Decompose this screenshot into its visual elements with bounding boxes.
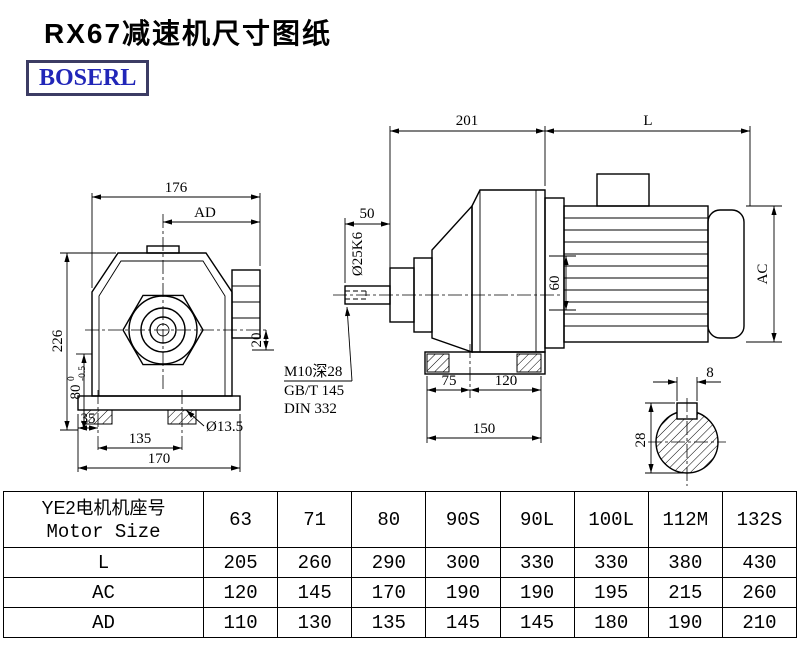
dim-key-width-8: 8 [706,365,714,381]
motor-size-90S: 90S [425,491,501,548]
brand-logo: BOSERL [26,60,150,96]
dim-150: 150 [473,421,496,437]
shaft-section-view: 8 28 [633,365,726,486]
housing-cone [431,204,473,353]
motor-size-label-cn: YE2电机机座号 [41,497,166,518]
front-view-dimensions: 176 AD 226 80 0 -0.5 20 35 135 [50,180,274,472]
motor-size-90L: 90L [499,491,575,548]
table-cell: 300 [425,547,501,578]
side-protrusion [231,269,261,339]
base-plate [77,395,241,411]
table-cell: 210 [721,607,798,638]
foot-section [516,353,542,373]
table-cell: 215 [647,577,723,608]
side-view [333,173,745,398]
dim-35: 35 [81,411,96,427]
motor-size-table: YE2电机机座号 Motor Size 63 71 80 90S 90L 100… [3,491,798,638]
dim-75: 75 [442,373,457,389]
dim-AD: AD [194,205,216,221]
shaft-bore-circle [156,323,170,337]
dim-shaft-dia: Ø25K6 [350,231,366,276]
table-cell: 180 [573,607,649,638]
table-row-AD: AD 110 130 135 145 145 180 190 210 [3,607,798,638]
page-title: RX67减速机尺寸图纸 [44,18,333,49]
table-row-L: L 205 260 290 300 330 330 380 430 [3,547,798,578]
motor-flange [544,197,565,349]
table-header-motor-size: YE2电机机座号 Motor Size [3,491,204,548]
table-cell: 145 [499,607,575,638]
mounting-foot-section [167,409,197,425]
dim-L: L [643,113,652,129]
row-label-AC: AC [3,577,204,608]
housing-base [424,351,546,375]
housing-body [471,189,546,353]
dim-60: 60 [547,276,563,291]
motor-size-63: 63 [202,491,279,548]
side-view-dimensions: 201 L 50 Ø25K6 60 AC 75 120 150 M10深28 [284,113,782,443]
table-row-AC: AC 120 145 170 190 190 195 215 260 [3,577,798,608]
table-cell: 145 [425,607,501,638]
dim-AC: AC [755,264,771,285]
table-cell: 430 [721,547,798,578]
front-view [77,214,268,452]
dim-80-upper-tol: 0 [67,376,77,381]
dim-120: 120 [495,373,518,389]
motor-size-71: 71 [277,491,353,548]
vent-plug [146,245,180,254]
motor-body [563,205,709,343]
table-cell: 195 [573,577,649,608]
bearing-circle-mid [140,307,186,353]
motor-size-100L: 100L [573,491,649,548]
table-cell: 330 [499,547,575,578]
dim-201: 201 [456,113,479,129]
dim-80: 80 [68,385,84,400]
table-cell: 205 [202,547,279,578]
table-cell: 110 [202,607,279,638]
shaft-circle [149,316,177,344]
dim-80-lower-tol: -0.5 [78,366,88,381]
dim-176: 176 [165,180,188,196]
dim-226: 226 [50,329,66,352]
table-cell: 260 [277,547,353,578]
row-label-L: L [3,547,204,578]
motor-size-132S: 132S [721,491,798,548]
table-cell: 130 [277,607,353,638]
table-cell: 120 [202,577,279,608]
dim-hole-dia: Ø13.5 [206,419,243,435]
housing-inner-wall [98,260,226,397]
motor-size-80: 80 [351,491,427,548]
fan-cowl [707,209,745,339]
table-header-row: YE2电机机座号 Motor Size 63 71 80 90S 90L 100… [3,491,798,548]
standard-label-gbt: GB/T 145 [284,383,344,399]
terminal-box [596,173,650,207]
table-cell: 190 [499,577,575,608]
dim-20: 20 [249,333,265,348]
tapped-hole-label: M10深28 [284,363,342,380]
table-cell: 330 [573,547,649,578]
dim-135: 135 [129,431,152,447]
dim-50: 50 [360,206,375,222]
table-cell: 290 [351,547,427,578]
motor-size-label-en: Motor Size [46,520,161,543]
dim-key-height-28: 28 [633,433,649,448]
table-cell: 380 [647,547,723,578]
table-cell: 135 [351,607,427,638]
standard-label-din: DIN 332 [284,401,337,417]
table-cell: 190 [647,607,723,638]
table-cell: 260 [721,577,798,608]
table-cell: 170 [351,577,427,608]
dim-170: 170 [148,451,171,467]
table-cell: 190 [425,577,501,608]
foot-section [426,353,450,373]
motor-size-112M: 112M [647,491,723,548]
row-label-AD: AD [3,607,204,638]
table-cell: 145 [277,577,353,608]
hex-boss [122,294,204,366]
bearing-circle-outer [128,295,198,365]
